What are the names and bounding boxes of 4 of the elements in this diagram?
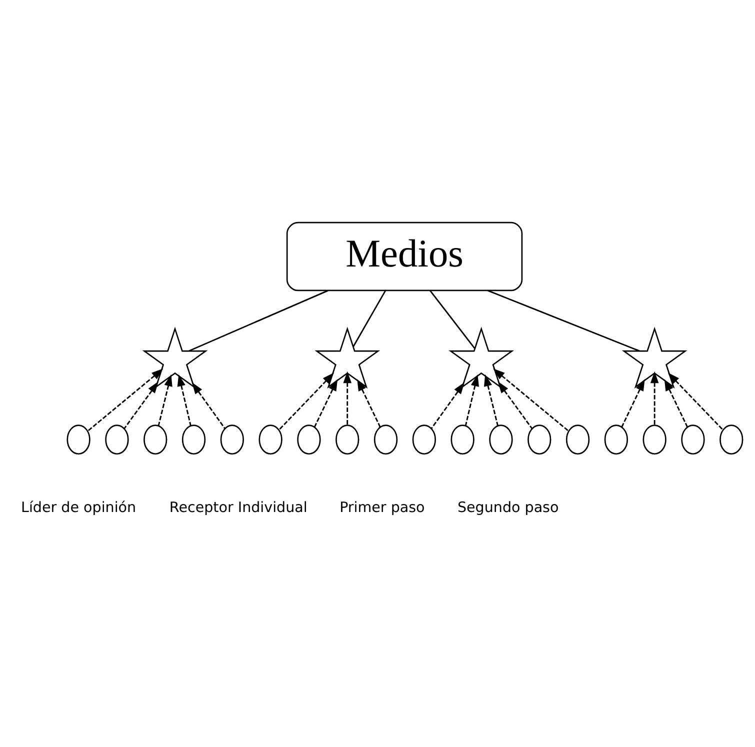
legend-label: Receptor Individual: [169, 500, 308, 516]
legend-label: Segundo paso: [457, 500, 559, 516]
legend-label: Líder de opinión: [21, 500, 136, 516]
legend-label: Primer paso: [340, 500, 425, 516]
